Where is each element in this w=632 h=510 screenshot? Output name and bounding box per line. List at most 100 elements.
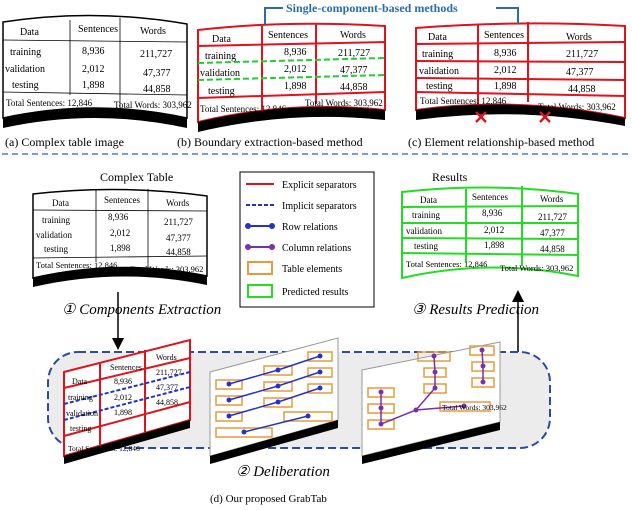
r-h1: Sentences [472,192,508,202]
d-r2c1: 1,898 [110,243,131,253]
a-r2c0: testing [12,80,39,91]
step-components-extraction: ① Components Extraction [62,302,221,318]
d-r1c0: validation [36,230,72,240]
d-h0: Data [52,198,69,208]
complex-table-label: Complex Table [100,170,173,184]
r-r0c0: training [412,210,440,220]
banner-title: Single-component-based methods [286,1,458,15]
c-r2c0: testing [426,81,453,92]
p1-h2: Words [156,353,177,362]
c-r0c2: 211,727 [566,49,598,60]
table-c: Data Sentences Words training 8,936 211,… [415,22,626,126]
c-r2c2: 44,858 [568,84,596,95]
p1-r0c1: 8,936 [114,377,132,386]
r-r2c0: testing [414,241,438,251]
pipeline-table-rows [209,337,339,464]
p1-r1c2: 47,377 [156,383,178,392]
a-r1c1: 2,012 [82,64,105,75]
r-r2c1: 1,898 [484,240,505,250]
legend: Explicit separators Implicit separators … [239,171,375,308]
b-r1c2: 47,377 [340,65,368,76]
p3-foot: Total Words: 303,962 [442,403,507,412]
a-r0c2: 211,727 [140,49,172,60]
step-deliberation: ② Deliberation [236,464,330,480]
a-r0c1: 8,936 [82,46,105,57]
c-h2: Words [566,32,592,43]
table-d-results: Data Sentences Words training 8,936 211,… [401,186,579,280]
results-label: Results [432,170,468,184]
pipeline-table-separators: Data Sentences Words training 8,936 211,… [63,338,191,464]
d-foot-l: Total Sentences: 12,846 [36,260,117,270]
p1-h0: Data [72,377,88,386]
b-r1c1: 2,012 [284,64,307,75]
d-r0c2: 211,727 [164,217,193,227]
table-d-input: Data Sentences Words training 8,936 211,… [32,188,208,287]
b-h0: Data [212,34,231,45]
d-h2: Words [166,198,190,208]
b-r0c0: training [205,51,236,62]
r-r2c2: 44,858 [540,244,565,254]
b-r2c0: testing [208,86,235,97]
legend-label-5: Predicted results [282,287,348,298]
r-r1c2: 47,377 [540,228,565,238]
r-h0: Data [420,195,437,205]
a-foot-l: Total Sentences: 12,846 [6,98,93,108]
legend-label-4: Table elements [282,264,342,275]
caption-b: (b) Boundary extraction-based method [177,135,363,149]
d-r1c2: 47,377 [166,233,191,243]
a-r2c2: 44,858 [143,84,171,95]
c-r1c2: 47,377 [566,67,594,78]
b-h1: Sentences [268,30,308,41]
c-r0c1: 8,936 [494,48,517,59]
step-results-prediction: ③ Results Prediction [412,302,539,318]
r-r1c0: validation [406,226,442,236]
b-h2: Words [340,30,366,41]
a-h1: Sentences [78,24,118,35]
legend-elem-swatch [247,261,273,275]
p1-h1: Sentences [110,363,142,372]
d-r0c0: training [42,215,70,225]
a-r0c0: training [10,47,41,58]
p1-r0c0: training [68,393,93,402]
cross-icon [475,111,487,123]
r-r0c1: 8,936 [482,208,503,218]
p1-r2c1: 1,898 [114,408,132,417]
p1-r2c2: 44,858 [156,398,178,407]
c-h1: Sentences [484,30,524,41]
a-r1c2: 47,377 [143,68,171,79]
a-foot-r: Total Words: 303,962 [114,100,192,110]
c-foot-l: Total Sentences: 12,846 [420,96,507,106]
legend-label-0: Explicit separators [282,180,357,191]
a-h2: Words [140,26,166,37]
legend-label-1: Implicit separators [282,201,357,212]
legend-pred-swatch [247,284,273,298]
d-foot-r: Total Words: 303,962 [130,264,203,274]
b-r2c1: 1,898 [284,81,307,92]
b-r1c0: validation [200,68,240,79]
cross-icon [539,111,551,123]
r-h2: Words [540,194,564,204]
p1-foot: Total Sentences: 12,846 [68,444,140,453]
pipeline-table-columns: Total Words: 303,962 [361,341,507,464]
c-r1c1: 2,012 [494,65,517,76]
d-r0c1: 8,936 [108,212,129,222]
c-h0: Data [428,32,447,43]
d-r1c1: 2,012 [110,228,130,238]
b-foot-l: Total Sentences: 12,846 [200,104,287,114]
caption-a: (a) Complex table image [5,135,124,149]
d-r2c0: testing [44,244,68,254]
table-b: Data Sentences Words training 8,936 211,… [197,22,386,132]
a-r1c0: validation [5,64,45,75]
b-r2c2: 44,858 [340,82,368,93]
b-r0c2: 211,727 [338,48,370,59]
p1-r0c2: 211,727 [156,368,182,377]
caption-d: (d) Our proposed GrabTab [210,493,327,505]
c-r0c0: training [422,49,453,60]
p1-r1c1: 2,012 [114,393,132,402]
r-foot-r: Total Words: 303,962 [500,263,573,273]
banner-bracket [264,7,519,24]
table-a: Data Sentences Words training 8,936 211,… [2,14,192,128]
c-r2c1: 1,898 [494,81,517,92]
p1-r2c0: testing [70,424,91,433]
